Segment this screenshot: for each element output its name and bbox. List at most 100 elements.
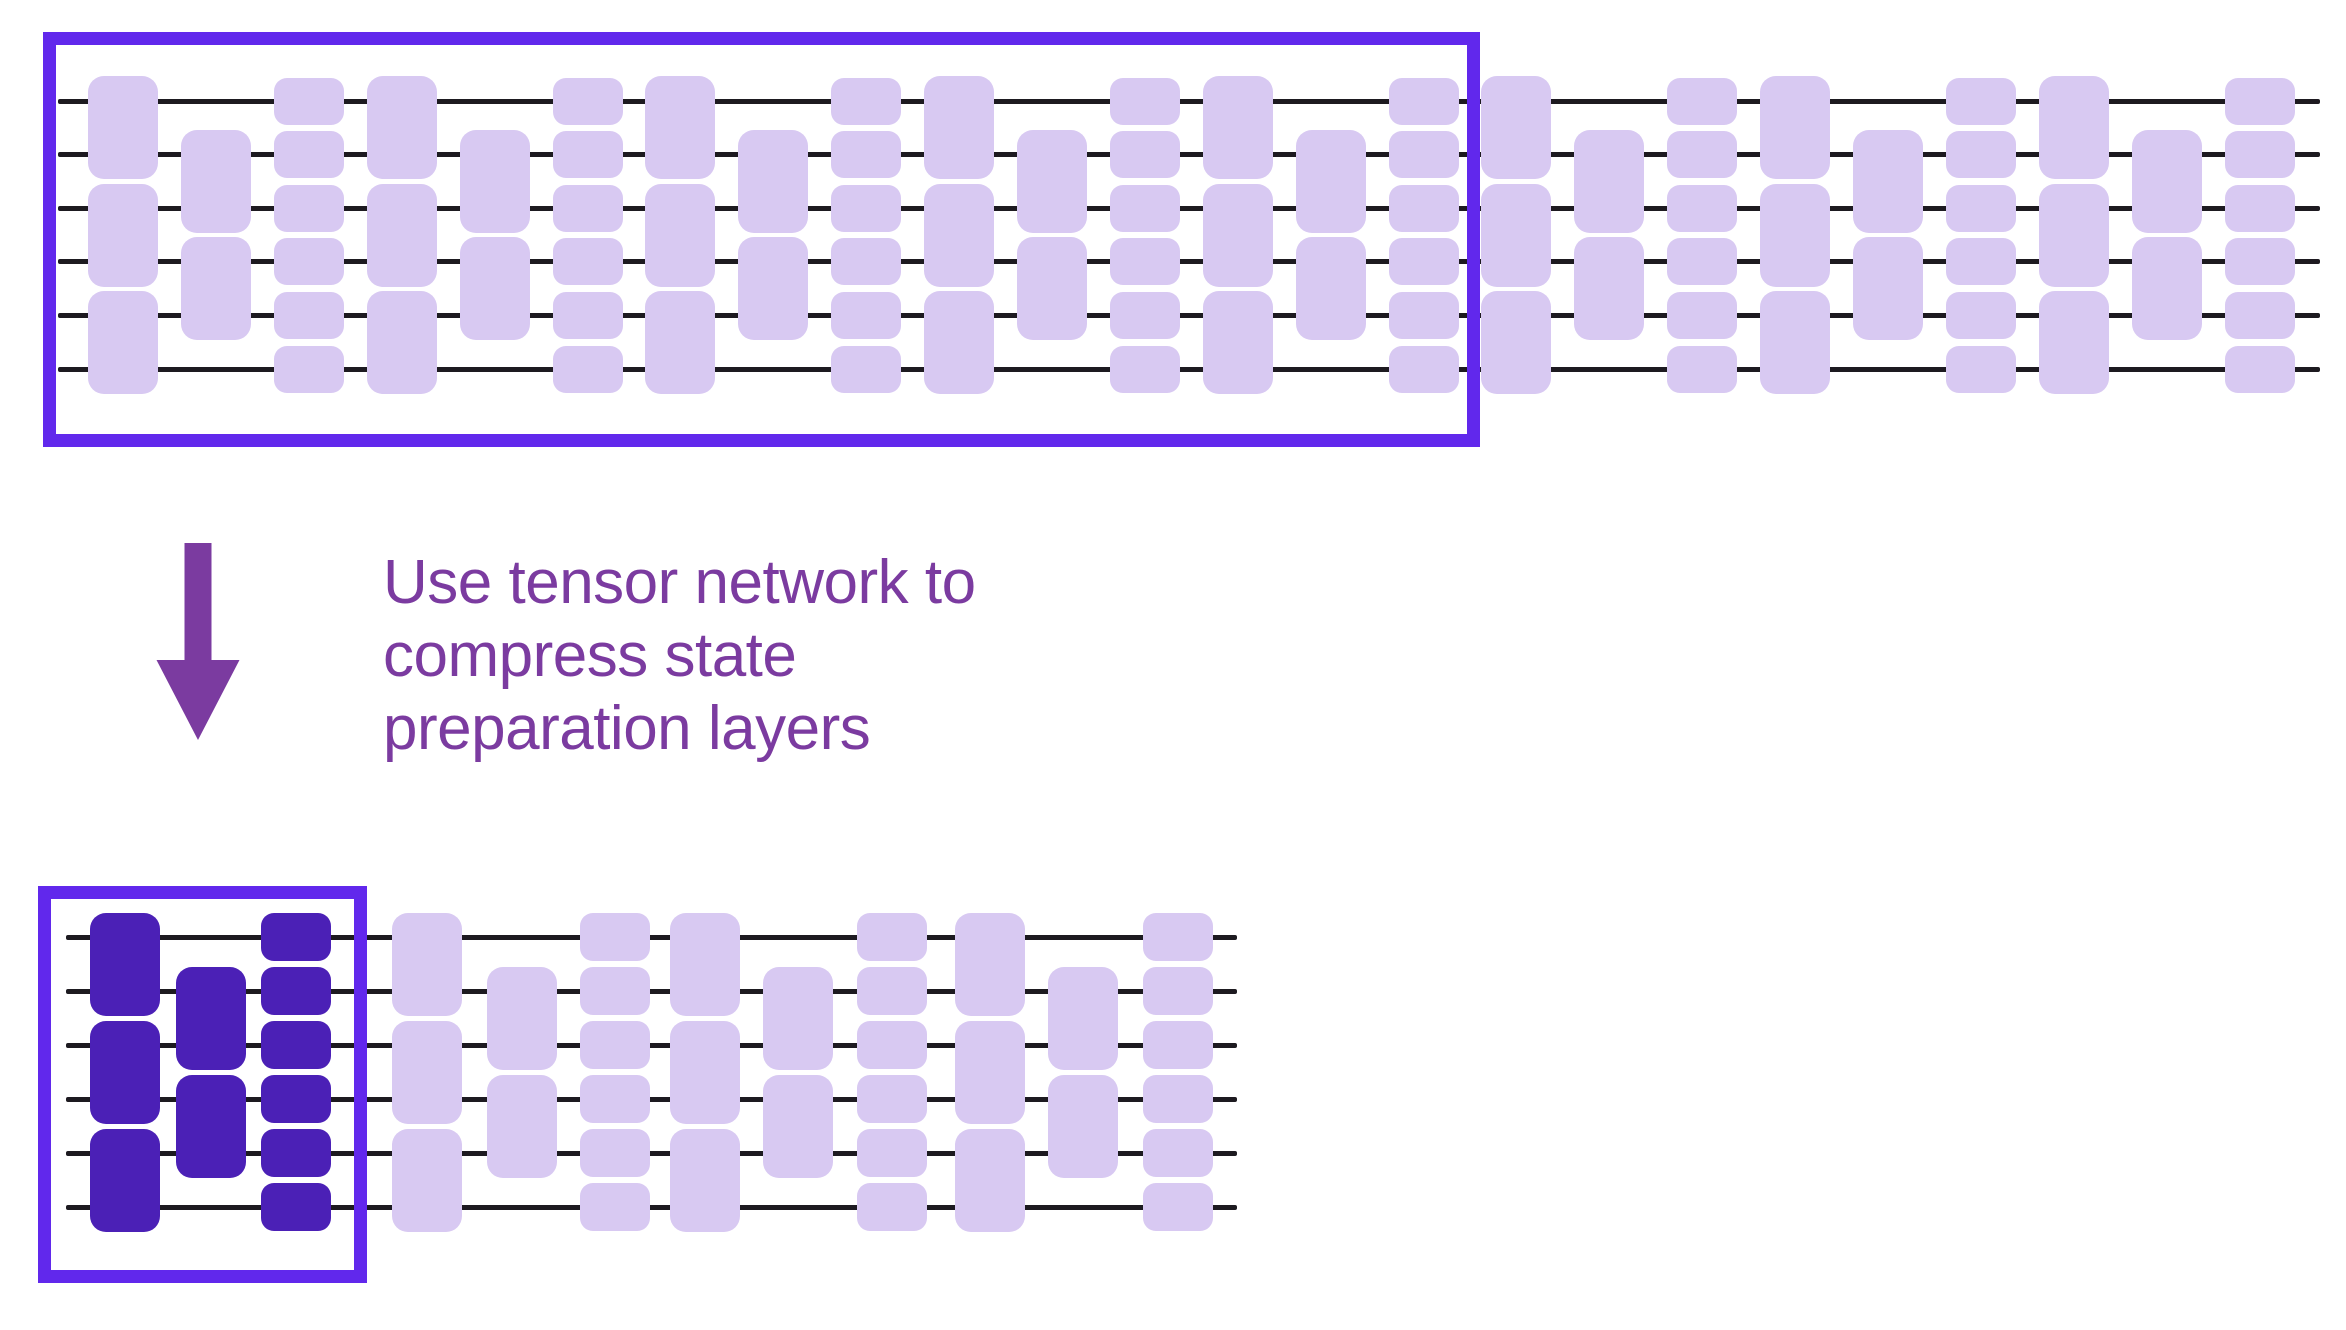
two-qubit-gate — [176, 1074, 246, 1178]
single-qubit-gate — [553, 77, 623, 125]
qubit-wire — [66, 1204, 1237, 1210]
qubit-wire — [58, 259, 2320, 265]
two-qubit-gate — [738, 237, 808, 341]
single-qubit-gate — [553, 291, 623, 339]
single-qubit-gate — [2225, 345, 2295, 393]
two-qubit-gate — [2132, 129, 2202, 233]
single-qubit-gate — [1110, 131, 1180, 179]
two-qubit-gate — [955, 912, 1025, 1016]
single-qubit-gate — [1667, 184, 1737, 232]
single-qubit-gate — [857, 913, 927, 961]
two-qubit-gate — [2132, 237, 2202, 341]
single-qubit-gate — [1110, 77, 1180, 125]
single-qubit-gate — [580, 967, 650, 1015]
two-qubit-gate — [1203, 76, 1273, 180]
two-qubit-gate — [763, 1074, 833, 1178]
two-qubit-gate — [1853, 237, 1923, 341]
two-qubit-gate — [1203, 183, 1273, 287]
qubit-wire — [58, 366, 2320, 372]
two-qubit-gate — [645, 183, 715, 287]
qubit-wire — [66, 1042, 1237, 1048]
single-qubit-gate — [274, 345, 344, 393]
single-qubit-gate — [831, 291, 901, 339]
qubit-wire — [58, 152, 2320, 158]
single-qubit-gate — [831, 77, 901, 125]
single-qubit-gate — [1389, 238, 1459, 286]
single-qubit-gate — [857, 967, 927, 1015]
caption-line-1: Use tensor network to — [383, 548, 976, 617]
single-qubit-gate — [831, 345, 901, 393]
single-qubit-gate — [553, 345, 623, 393]
two-qubit-gate — [738, 129, 808, 233]
single-qubit-gate — [1946, 291, 2016, 339]
qubit-wire — [58, 205, 2320, 211]
single-qubit-gate — [261, 967, 331, 1015]
two-qubit-gate — [88, 183, 158, 287]
single-qubit-gate — [1667, 77, 1737, 125]
single-qubit-gate — [831, 238, 901, 286]
single-qubit-gate — [1389, 291, 1459, 339]
single-qubit-gate — [1110, 291, 1180, 339]
single-qubit-gate — [274, 291, 344, 339]
single-qubit-gate — [857, 1183, 927, 1231]
single-qubit-gate — [553, 131, 623, 179]
single-qubit-gate — [1946, 184, 2016, 232]
two-qubit-gate — [2039, 290, 2109, 394]
two-qubit-gate — [924, 183, 994, 287]
two-qubit-gate — [1853, 129, 1923, 233]
two-qubit-gate — [90, 1128, 160, 1232]
two-qubit-gate — [924, 290, 994, 394]
single-qubit-gate — [1110, 184, 1180, 232]
single-qubit-gate — [831, 131, 901, 179]
single-qubit-gate — [580, 1129, 650, 1177]
two-qubit-gate — [181, 237, 251, 341]
two-qubit-gate — [924, 76, 994, 180]
two-qubit-gate — [670, 912, 740, 1016]
single-qubit-gate — [580, 1021, 650, 1069]
two-qubit-gate — [392, 1128, 462, 1232]
two-qubit-gate — [1017, 237, 1087, 341]
two-qubit-gate — [1048, 1074, 1118, 1178]
single-qubit-gate — [1143, 1183, 1213, 1231]
two-qubit-gate — [367, 76, 437, 180]
qubit-wire — [66, 1150, 1237, 1156]
single-qubit-gate — [857, 1021, 927, 1069]
two-qubit-gate — [1760, 290, 1830, 394]
single-qubit-gate — [580, 913, 650, 961]
single-qubit-gate — [1143, 967, 1213, 1015]
two-qubit-gate — [1296, 129, 1366, 233]
single-qubit-gate — [580, 1075, 650, 1123]
two-qubit-gate — [460, 237, 530, 341]
single-qubit-gate — [274, 77, 344, 125]
single-qubit-gate — [553, 238, 623, 286]
single-qubit-gate — [831, 184, 901, 232]
two-qubit-gate — [1481, 183, 1551, 287]
two-qubit-gate — [1017, 129, 1087, 233]
single-qubit-gate — [1946, 238, 2016, 286]
single-qubit-gate — [1667, 291, 1737, 339]
single-qubit-gate — [2225, 184, 2295, 232]
single-qubit-gate — [1946, 131, 2016, 179]
two-qubit-gate — [487, 1074, 557, 1178]
two-qubit-gate — [487, 966, 557, 1070]
single-qubit-gate — [1667, 131, 1737, 179]
single-qubit-gate — [261, 1183, 331, 1231]
two-qubit-gate — [955, 1128, 1025, 1232]
two-qubit-gate — [1048, 966, 1118, 1070]
two-qubit-gate — [88, 76, 158, 180]
single-qubit-gate — [1946, 345, 2016, 393]
two-qubit-gate — [2039, 76, 2109, 180]
single-qubit-gate — [274, 184, 344, 232]
single-qubit-gate — [261, 913, 331, 961]
single-qubit-gate — [2225, 77, 2295, 125]
two-qubit-gate — [367, 290, 437, 394]
qubit-wire — [66, 1096, 1237, 1102]
two-qubit-gate — [1760, 76, 1830, 180]
single-qubit-gate — [1667, 238, 1737, 286]
single-qubit-gate — [1143, 913, 1213, 961]
two-qubit-gate — [2039, 183, 2109, 287]
single-qubit-gate — [274, 131, 344, 179]
two-qubit-gate — [645, 76, 715, 180]
caption-line-2: compress state — [383, 621, 797, 690]
